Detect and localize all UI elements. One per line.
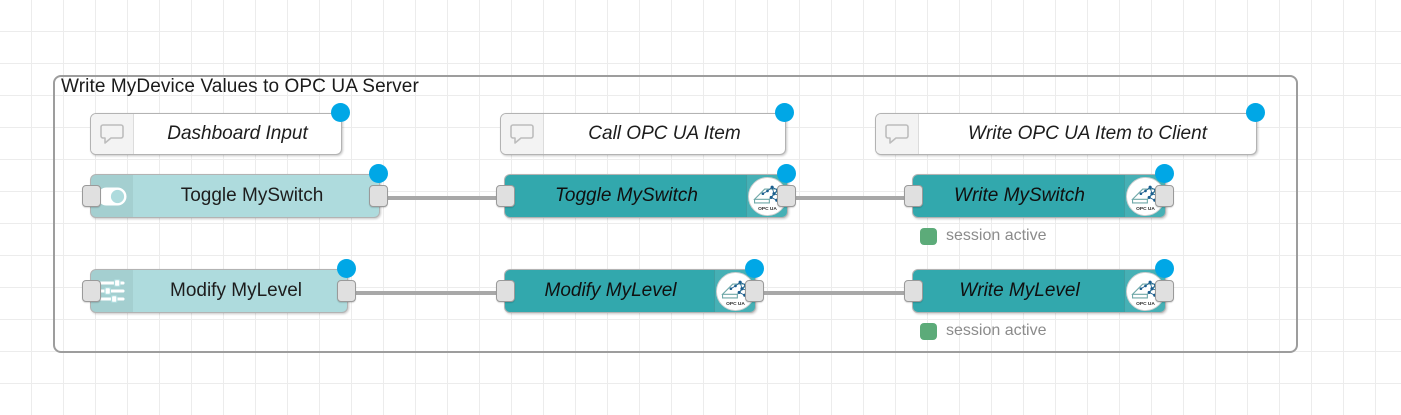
status-indicator-icon xyxy=(920,227,937,245)
output-port[interactable] xyxy=(777,185,796,207)
comment-node-write-opc-ua-item-to-client[interactable]: Write OPC UA Item to Client xyxy=(875,103,1265,155)
comment-node-dashboard-input[interactable]: Dashboard Input xyxy=(90,103,350,155)
node-group-container[interactable] xyxy=(53,75,1298,353)
svg-text:OPC UA: OPC UA xyxy=(1136,205,1155,211)
input-port[interactable] xyxy=(82,185,101,207)
selection-dot[interactable] xyxy=(777,164,796,183)
status-write-mylevel: session active xyxy=(920,322,1047,340)
node-group-label: Write MyDevice Values to OPC UA Server xyxy=(61,76,419,97)
input-port[interactable] xyxy=(82,280,101,302)
output-port[interactable] xyxy=(369,185,388,207)
node-label: Modify MyLevel xyxy=(544,280,677,301)
selection-dot[interactable] xyxy=(745,259,764,278)
selection-dot[interactable] xyxy=(1155,164,1174,183)
selection-dot[interactable] xyxy=(331,103,350,122)
output-port[interactable] xyxy=(337,280,356,302)
wire-toggle-input-to-call xyxy=(380,196,504,200)
output-port[interactable] xyxy=(1155,280,1174,302)
selection-dot[interactable] xyxy=(775,103,794,122)
comment-node-call-opc-ua-item[interactable]: Call OPC UA Item xyxy=(500,103,794,155)
comment-label: Call OPC UA Item xyxy=(588,123,741,144)
output-port[interactable] xyxy=(1155,185,1174,207)
wire-level-input-to-call xyxy=(348,291,504,295)
input-port[interactable] xyxy=(496,185,515,207)
input-port[interactable] xyxy=(904,280,923,302)
svg-text:OPC UA: OPC UA xyxy=(758,205,777,211)
node-toggle-myswitch-input[interactable]: Toggle MySwitch xyxy=(82,164,388,218)
node-label: Toggle MySwitch xyxy=(555,185,698,206)
wire-toggle-call-to-write xyxy=(788,196,912,200)
comment-label: Write OPC UA Item to Client xyxy=(968,123,1207,144)
node-write-mylevel[interactable]: Write MyLevel xyxy=(904,259,1174,313)
comment-icon xyxy=(91,114,134,154)
node-toggle-myswitch-call[interactable]: Toggle MySwitch xyxy=(496,164,796,218)
status-write-myswitch: session active xyxy=(920,227,1047,245)
input-port[interactable] xyxy=(904,185,923,207)
input-port[interactable] xyxy=(496,280,515,302)
selection-dot[interactable] xyxy=(369,164,388,183)
node-write-myswitch[interactable]: Write MySwitch xyxy=(904,164,1174,218)
status-label: session active xyxy=(946,322,1047,339)
selection-dot[interactable] xyxy=(1155,259,1174,278)
node-label: Toggle MySwitch xyxy=(180,185,324,206)
svg-text:OPC UA: OPC UA xyxy=(1136,300,1155,306)
wire-level-call-to-write xyxy=(756,291,912,295)
status-label: session active xyxy=(946,227,1047,244)
svg-text:OPC UA: OPC UA xyxy=(726,300,745,306)
node-label: Modify MyLevel xyxy=(170,280,302,301)
node-modify-mylevel-call[interactable]: Modify MyLevel xyxy=(496,259,764,313)
node-label: Write MyLevel xyxy=(959,280,1080,301)
comment-icon xyxy=(501,114,544,154)
comment-icon xyxy=(876,114,919,154)
comment-label: Dashboard Input xyxy=(167,123,308,144)
output-port[interactable] xyxy=(745,280,764,302)
selection-dot[interactable] xyxy=(337,259,356,278)
node-label: Write MySwitch xyxy=(954,185,1085,206)
selection-dot[interactable] xyxy=(1246,103,1265,122)
node-modify-mylevel-input[interactable]: Modify MyLevel xyxy=(82,259,356,313)
status-indicator-icon xyxy=(920,322,937,340)
